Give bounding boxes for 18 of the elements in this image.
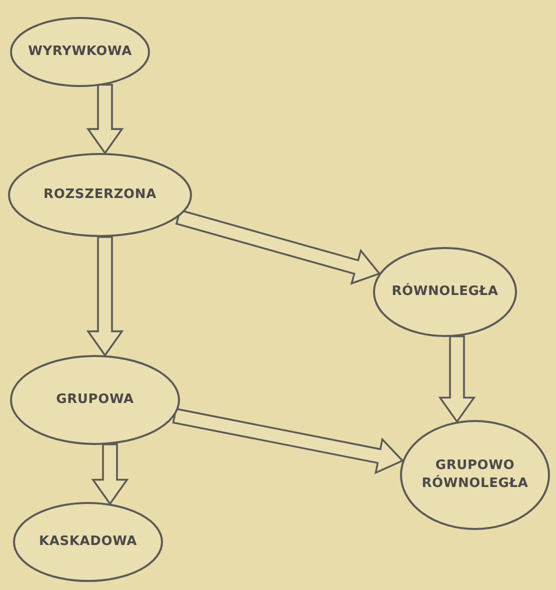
block-arrow (86, 84, 124, 155)
ellipse-node (8, 153, 192, 237)
ellipse-node (13, 502, 163, 582)
node-label: GRUPOWO RÓWNOLEGŁA (420, 457, 530, 493)
node-label: GRUPOWA (56, 391, 134, 409)
ellipse-node (10, 355, 180, 445)
node-label: RÓWNOLEGŁA (392, 283, 498, 301)
block-arrow (86, 236, 124, 357)
ellipse-node (10, 17, 150, 87)
block-arrow (172, 408, 404, 474)
node-label: ROZSZERZONA (44, 186, 156, 204)
block-arrow (438, 335, 476, 424)
ellipse-node (400, 420, 550, 530)
node-label: WYRYWKOWA (28, 43, 132, 61)
ellipse-node (373, 247, 517, 337)
block-arrow (175, 209, 381, 285)
node-label: KASKADOWA (39, 533, 137, 551)
block-arrow (91, 443, 129, 506)
